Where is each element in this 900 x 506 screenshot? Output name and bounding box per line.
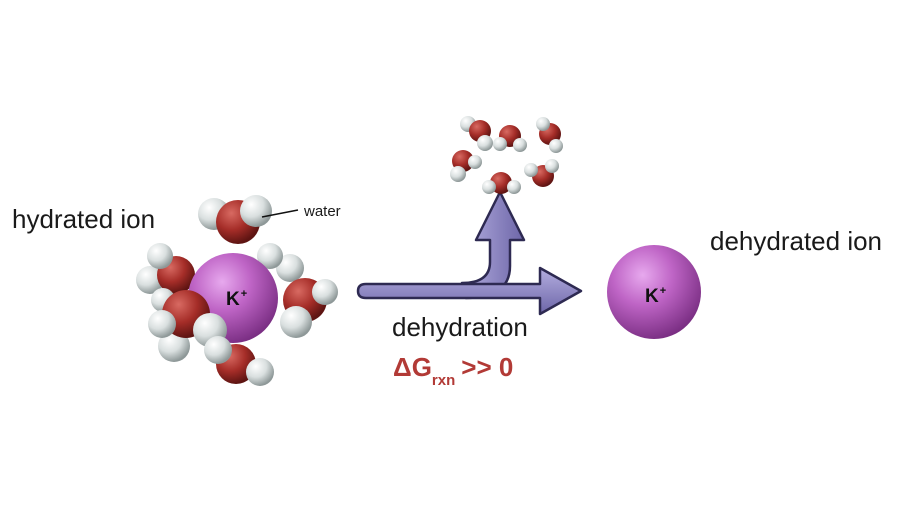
water-molecule-labeled (198, 195, 272, 244)
hydrated-ion-cluster (136, 195, 338, 386)
ion-charge: + (240, 288, 248, 300)
water-molecule (482, 172, 521, 194)
water-label: water (304, 203, 341, 220)
arrow-main (356, 266, 583, 316)
water-molecule (280, 278, 338, 338)
ion-symbol-hydrated: K+ (226, 288, 247, 311)
potassium-ion-dehydrated (607, 245, 701, 339)
gibbs-relation: >> 0 (461, 352, 514, 382)
water-molecule (148, 290, 227, 347)
gibbs-symbol: ΔG (393, 352, 432, 382)
water-callout-line (261, 209, 299, 218)
water-molecule (204, 336, 274, 386)
gibbs-subscript: rxn (431, 372, 456, 389)
ion-charge: + (659, 285, 667, 297)
water-molecule (147, 243, 304, 282)
released-waters (450, 116, 563, 194)
water-molecule (493, 125, 527, 152)
ion-element: K (226, 289, 240, 310)
dehydration-arrow (356, 190, 583, 316)
gibbs-energy-label: ΔGrxn >> 0 (393, 352, 514, 389)
water-molecule (450, 150, 482, 182)
water-molecule (524, 159, 559, 187)
water-molecule (460, 116, 493, 151)
hydrated-ion-label: hydrated ion (12, 204, 156, 234)
dehydration-label: dehydration (392, 312, 528, 342)
dehydrated-ion-label: dehydrated ion (710, 226, 883, 256)
ion-symbol-dehydrated: K+ (645, 285, 666, 308)
ion-element: K (645, 286, 659, 307)
arrow-branch-up (460, 190, 526, 300)
water-molecule (536, 117, 563, 153)
